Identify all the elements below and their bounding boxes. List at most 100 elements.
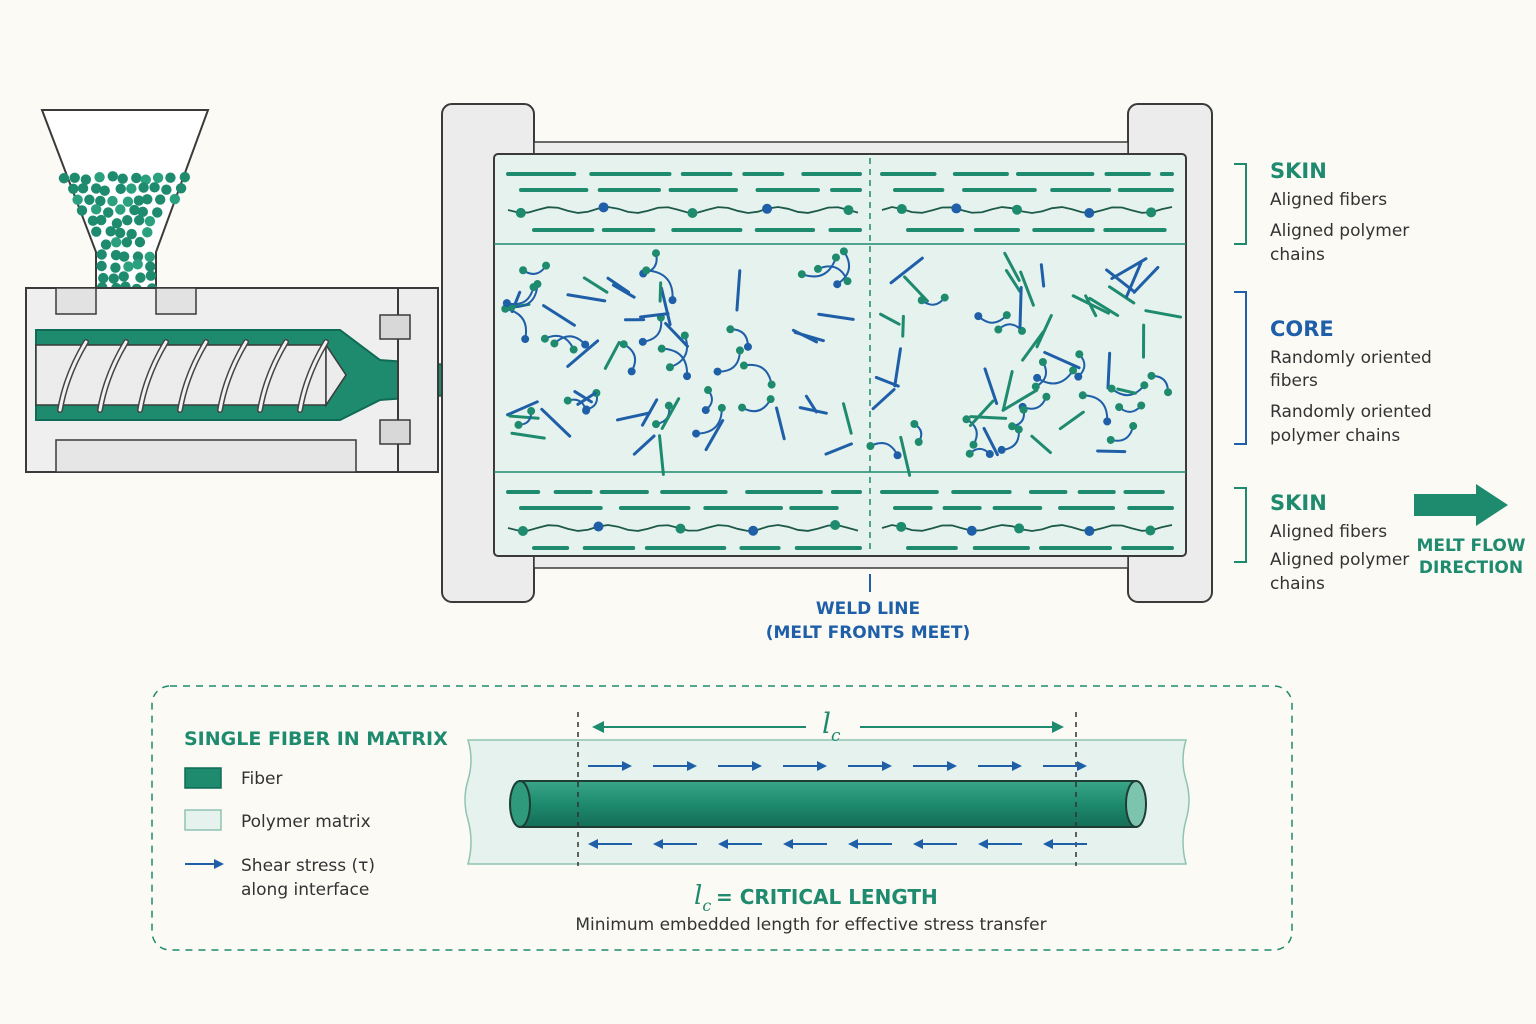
skin-bottom-title: SKIN [1270, 491, 1327, 515]
right-arrow-icon [1414, 484, 1508, 526]
random-fiber [969, 415, 1008, 420]
chain-end-bead [668, 296, 677, 305]
chain-end-bead [1019, 405, 1028, 414]
chain-end-bead [1012, 204, 1023, 215]
random-fiber [1001, 388, 1039, 412]
lc-symbol-caption: lc [694, 881, 711, 915]
melt-flow-sublabel: DIRECTION [1419, 558, 1523, 578]
chain-end-bead [664, 401, 673, 410]
polymer-pellet [133, 195, 145, 206]
chain-end-bead [738, 403, 747, 412]
aligned-polymer-chain [881, 524, 1173, 532]
chain-end-bead [1106, 435, 1115, 444]
skin-top-title: SKIN [1270, 159, 1327, 183]
random-fiber [804, 394, 818, 414]
core-line1a: Randomly oriented [1270, 348, 1432, 368]
chain-end-bead [1017, 326, 1026, 335]
polymer-pellet [134, 215, 145, 226]
aligned-polymer-chain [507, 206, 859, 214]
chain-end-bead [704, 386, 713, 395]
polymer-pellet [118, 251, 130, 262]
polymer-pellet [142, 194, 153, 205]
random-fiber [611, 283, 636, 299]
random-fiber [791, 328, 819, 344]
polymer-pellet [126, 183, 137, 194]
chain-end-bead [593, 521, 604, 532]
chain-end-bead [1164, 388, 1173, 397]
polymer-pellet [140, 174, 151, 185]
chain-end-bead [1137, 401, 1146, 410]
chain-end-bead [739, 361, 748, 370]
polymer-pellet [179, 171, 191, 183]
polymer-pellet [169, 193, 181, 205]
screw-flight-highlight [258, 340, 288, 412]
random-fiber [735, 269, 742, 312]
random-fiber [1088, 296, 1120, 317]
random-fiber [1019, 270, 1035, 307]
chain-end-bead [767, 380, 776, 389]
polymer-pellet [149, 182, 160, 193]
chain-end-bead [914, 437, 923, 446]
chain-end-bead [1002, 311, 1011, 320]
polymer-pellet [134, 236, 146, 248]
legend-matrix-label: Polymer matrix [241, 812, 371, 832]
polymer-pellet [117, 173, 128, 184]
chain-end-bead [550, 339, 559, 348]
critical-length-description: Minimum embedded length for effective st… [575, 915, 1046, 935]
random-fiber [1132, 265, 1160, 294]
polymer-pellet [175, 183, 187, 194]
skin-bottom-annotation: SKIN Aligned fibers Aligned polymer chai… [1234, 487, 1409, 594]
chain-end-bead [515, 207, 526, 218]
chain-end-bead [1042, 392, 1051, 401]
polymer-pellet [115, 204, 126, 215]
chain-end-bead [893, 451, 902, 460]
legend-shear-label: Shear stress (τ) [241, 856, 375, 876]
polymer-pellet [95, 195, 106, 207]
chain-end-bead [638, 337, 647, 346]
polymer-pellet [111, 218, 123, 229]
random-fiber [658, 434, 665, 476]
chain-end-bead [521, 335, 530, 344]
skin-top-line1: Aligned fibers [1270, 190, 1387, 210]
random-fiber [798, 406, 828, 415]
polymer-pellet [96, 260, 107, 272]
chain-end-bead [833, 280, 842, 289]
chain-end-bead [529, 283, 538, 292]
lc-symbol-top: lc [822, 707, 841, 746]
chain-end-bead [692, 429, 701, 438]
mold [441, 103, 1213, 603]
polymer-pellet [152, 172, 164, 183]
chain-end-bead [966, 525, 977, 536]
chain-end-bead [651, 249, 660, 258]
chain-end-bead [1014, 425, 1023, 434]
chain-end-bead [1103, 417, 1112, 426]
polymer-pellet [110, 262, 121, 273]
chain-end-bead [675, 523, 686, 534]
chain-end-bead [502, 299, 511, 308]
polymer-pellet [161, 184, 172, 195]
random-fiber [506, 400, 539, 417]
random-fiber [893, 347, 902, 388]
polymer-pellet [121, 237, 133, 248]
chain-end-bead [766, 395, 775, 404]
random-fiber [968, 399, 995, 428]
polymer-pellet [118, 271, 129, 282]
polymer-pellet [58, 173, 70, 184]
fiber-end-right [1125, 780, 1147, 828]
polymer-pellet [108, 273, 119, 284]
random-fiber [573, 390, 593, 404]
random-fiber [660, 397, 681, 430]
polymer-pellet [137, 206, 148, 218]
chain-end-bead [540, 334, 549, 343]
chain-end-bead [974, 312, 983, 321]
polymer-pellet [107, 195, 118, 207]
random-polymer-chain [646, 269, 674, 301]
polymer-pellet [132, 251, 144, 262]
random-polymer-chain [696, 407, 723, 435]
skin-top-annotation: SKIN Aligned fibers Aligned polymer chai… [1234, 159, 1409, 265]
chain-end-bead [1075, 350, 1084, 359]
polymer-pellet [84, 194, 95, 205]
polymer-pellet [87, 215, 99, 226]
random-fiber [582, 276, 609, 294]
